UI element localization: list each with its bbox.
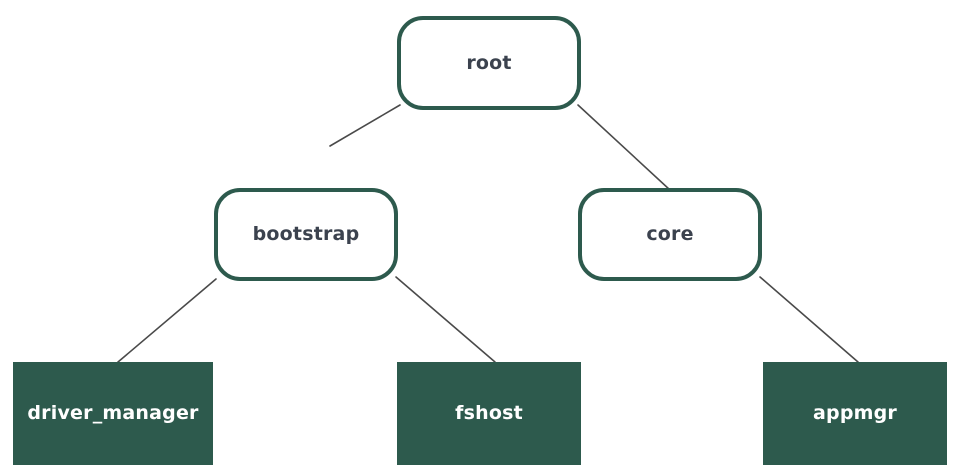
edge-bootstrap-fshost — [395, 276, 496, 363]
edges-group — [117, 104, 859, 363]
edge-bootstrap-driver_manager — [117, 278, 217, 363]
node-driver-manager-label: driver_manager — [27, 402, 199, 424]
node-driver-manager[interactable]: driver_manager — [13, 362, 213, 465]
node-core[interactable]: core — [578, 188, 762, 281]
node-fshost-label: fshost — [455, 402, 523, 424]
node-bootstrap[interactable]: bootstrap — [214, 188, 398, 281]
edge-core-appmgr — [759, 276, 859, 363]
node-appmgr-label: appmgr — [813, 402, 897, 424]
node-core-label: core — [646, 223, 694, 245]
edge-root-core — [577, 104, 671, 191]
node-fshost[interactable]: fshost — [397, 362, 581, 465]
edge-root-bootstrap — [329, 104, 401, 147]
node-root[interactable]: root — [397, 16, 581, 110]
node-root-label: root — [466, 51, 512, 74]
node-bootstrap-label: bootstrap — [252, 223, 360, 245]
node-appmgr[interactable]: appmgr — [763, 362, 947, 465]
